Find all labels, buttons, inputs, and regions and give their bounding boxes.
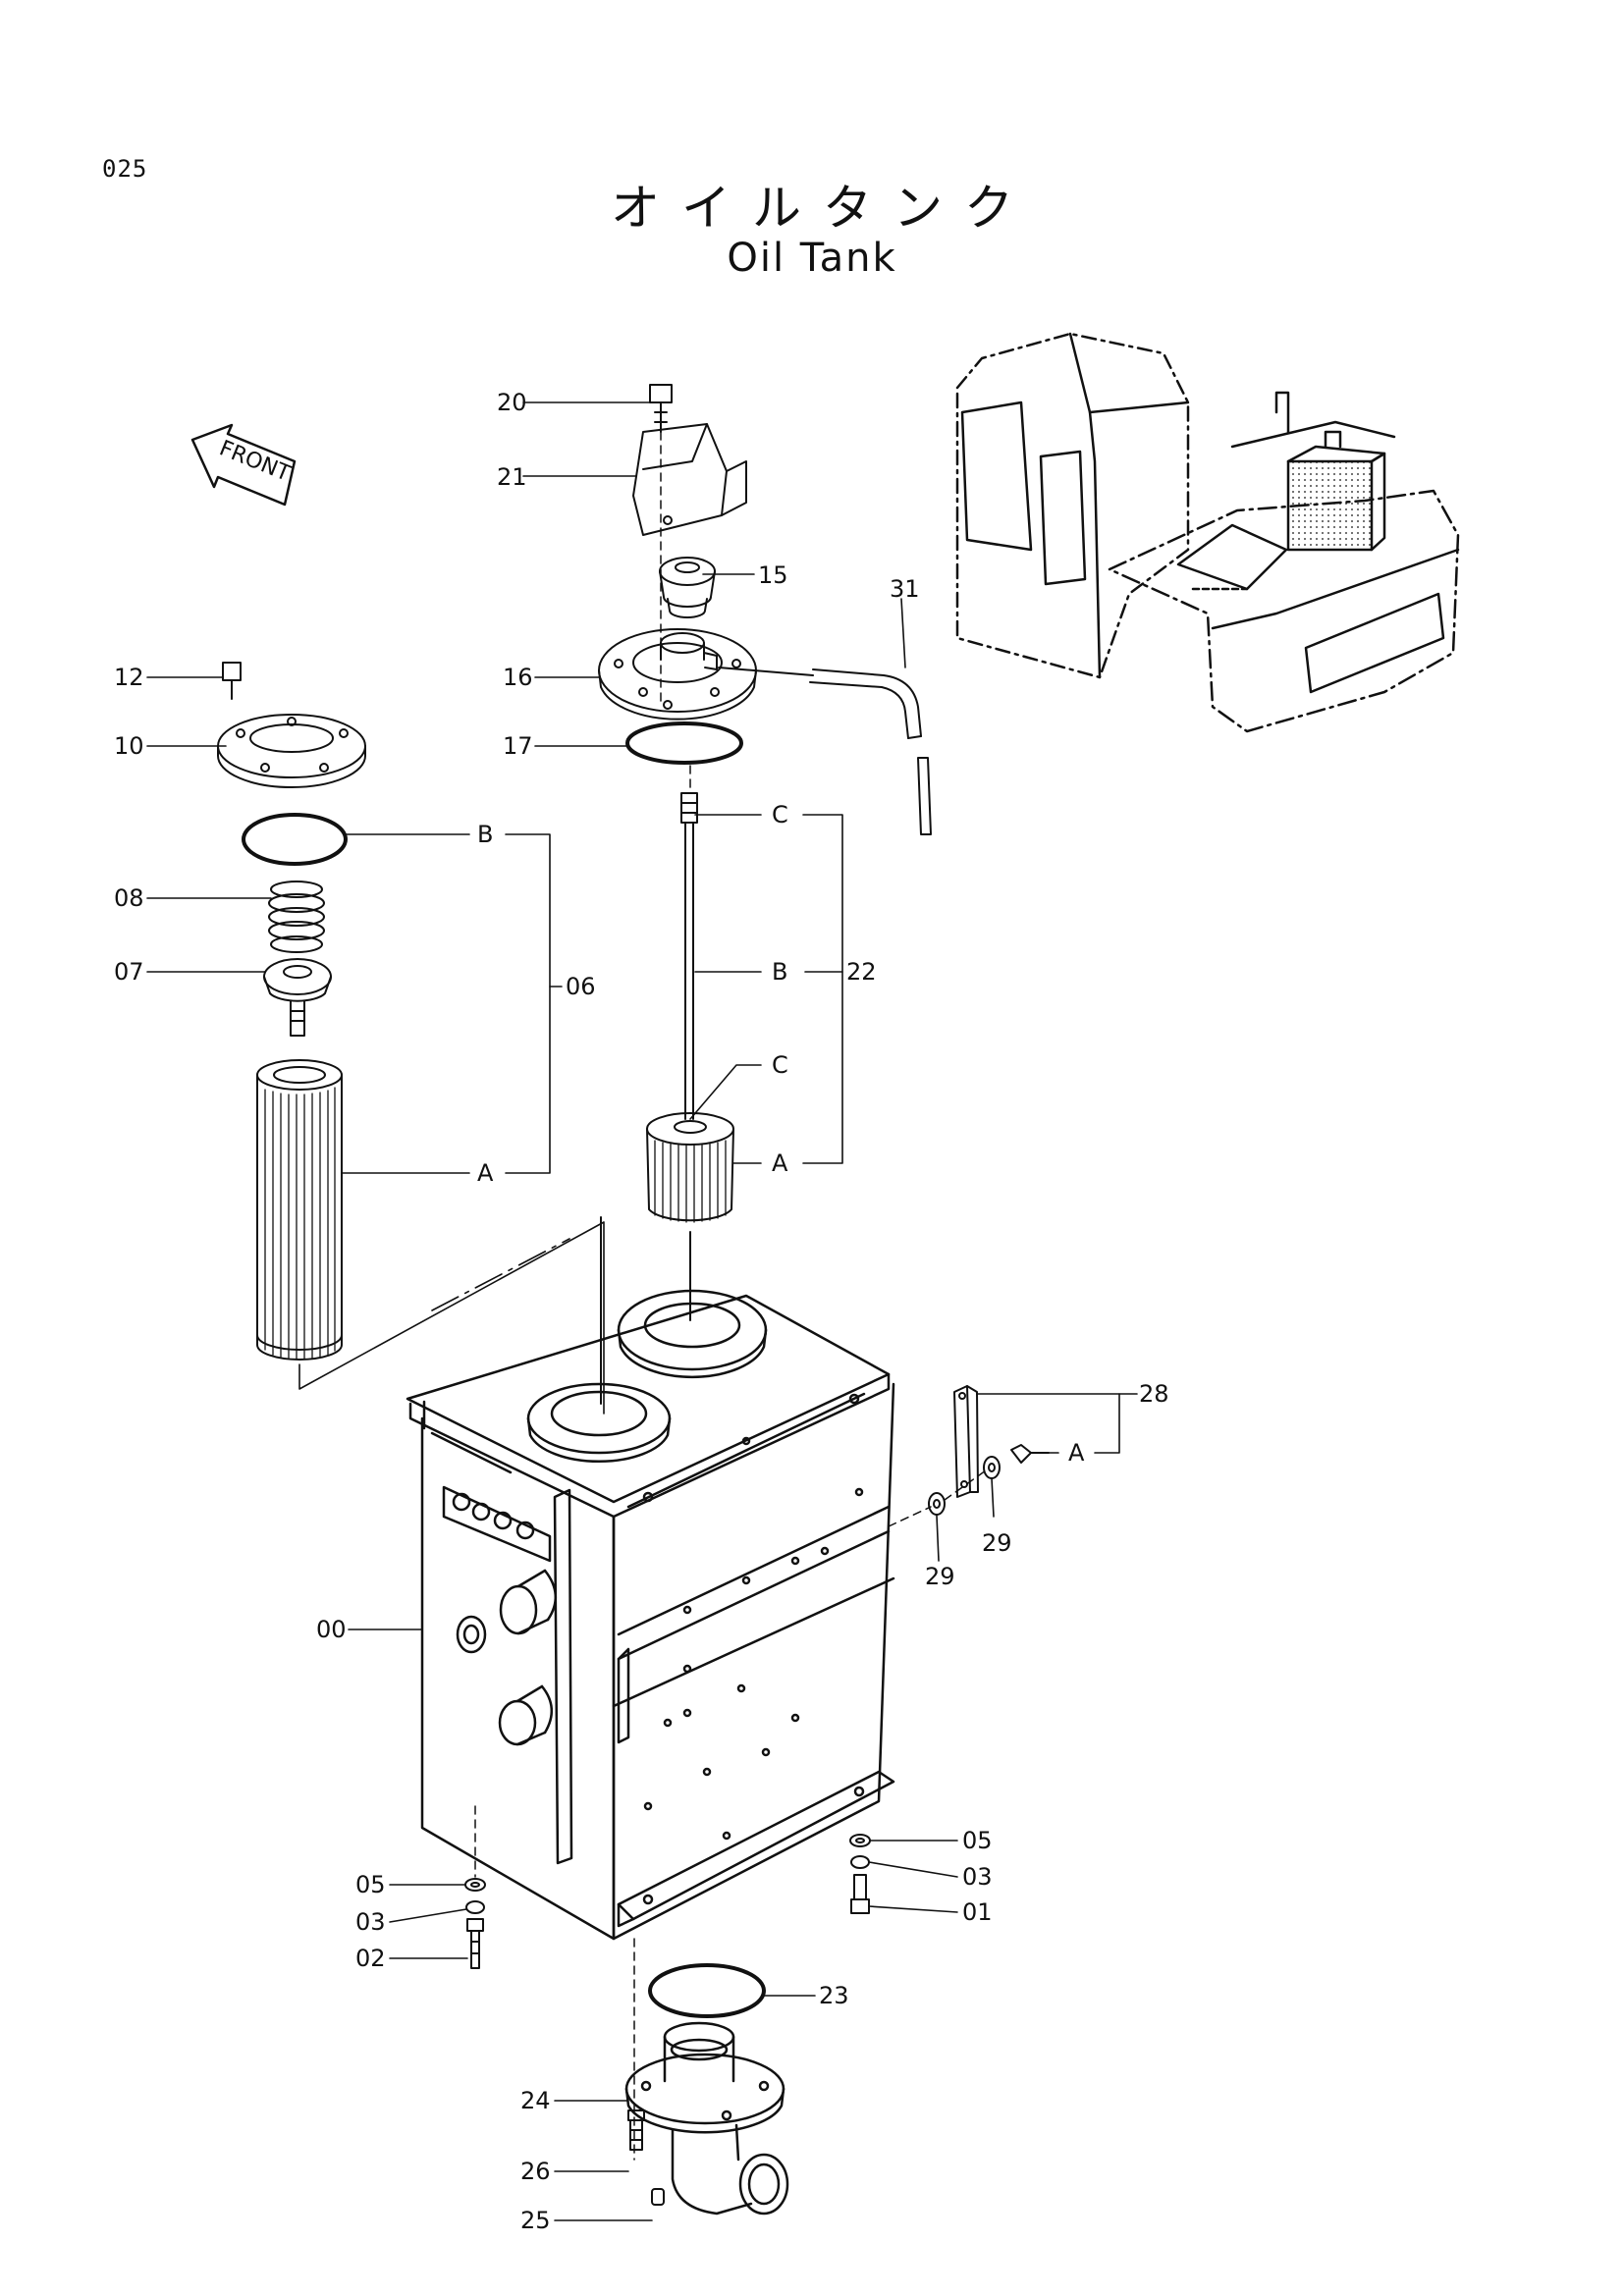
group-22-letter-c-top: C: [772, 801, 788, 828]
washer-part-05-right: [849, 1834, 871, 1847]
callout-21: 21: [497, 463, 527, 491]
page-number: 025: [102, 155, 148, 183]
callout-23: 23: [819, 1982, 849, 2009]
bolt-part-20: [649, 384, 673, 433]
callout-17: 17: [503, 732, 533, 760]
callout-00: 00: [316, 1616, 347, 1643]
gasket-part-17: [625, 721, 743, 765]
page-title-japanese: オイルタンク: [611, 180, 1035, 237]
callout-05-right: 05: [962, 1827, 993, 1854]
callout-03-left: 03: [355, 1908, 386, 1936]
washer-part-29-b: [928, 1492, 946, 1516]
callout-02: 02: [355, 1945, 386, 1972]
plug-part-25: [651, 2188, 665, 2206]
callout-08: 08: [114, 884, 144, 912]
valve-part-07: [263, 958, 332, 1037]
callout-15: 15: [758, 561, 788, 589]
bracket-part-21: [632, 423, 747, 536]
callout-03-right: 03: [962, 1863, 993, 1891]
washer-part-03-right: [850, 1855, 870, 1869]
oil-tank-body-part-00: [406, 1289, 895, 1941]
excavator-location-icon: [955, 332, 1460, 733]
callout-29-b: 29: [925, 1563, 955, 1590]
callout-31: 31: [890, 575, 920, 603]
hose-part-31: [809, 668, 932, 835]
washer-part-29-a: [983, 1456, 1001, 1479]
bolt-part-02: [466, 1918, 484, 1969]
callout-01: 01: [962, 1898, 993, 1926]
bolt-part-12: [222, 662, 242, 700]
o-ring-part-23: [648, 1963, 766, 2018]
leader-lines: [146, 401, 1138, 2221]
filter-element-part-a-left: [256, 1059, 343, 1361]
filter-element-part-a-center: [646, 1112, 734, 1223]
page-title-english: Oil Tank: [727, 236, 897, 281]
group-28-letter-a: A: [1068, 1439, 1085, 1467]
group-06-letter-b: B: [477, 821, 493, 848]
callout-26: 26: [520, 2158, 551, 2185]
group-06-letter-a: A: [477, 1159, 494, 1187]
callout-10: 10: [114, 732, 144, 760]
suction-flange-part-24: [624, 2021, 789, 2216]
callout-05-left: 05: [355, 1871, 386, 1898]
spring-part-08: [268, 881, 325, 953]
washer-part-05-left: [464, 1878, 486, 1892]
callout-20: 20: [497, 389, 527, 416]
group-22-letter-a: A: [772, 1149, 788, 1177]
callout-07: 07: [114, 958, 144, 986]
callout-28: 28: [1139, 1380, 1169, 1408]
callout-12: 12: [114, 664, 144, 691]
callout-06: 06: [566, 973, 596, 1000]
callout-16: 16: [503, 664, 533, 691]
front-arrow-icon: FRONT: [190, 423, 297, 507]
bolt-part-01: [850, 1874, 870, 1914]
o-ring-part-b-left: [242, 813, 348, 866]
rod-part-22: [680, 792, 698, 1120]
callout-22: 22: [846, 958, 877, 986]
cover-plate-part-10: [217, 714, 366, 788]
callout-24: 24: [520, 2087, 551, 2114]
group-22-letter-c-bottom: C: [772, 1051, 788, 1079]
bolt-part-28-a: [1010, 1444, 1050, 1464]
callout-29-a: 29: [982, 1529, 1012, 1557]
washer-part-03-left: [465, 1900, 485, 1914]
callout-25: 25: [520, 2207, 551, 2234]
group-22-letter-b: B: [772, 958, 787, 986]
flange-part-16: [598, 628, 757, 721]
bolt-part-26: [627, 2109, 645, 2151]
cap-part-15: [659, 557, 716, 618]
bracket-part-28: [953, 1385, 979, 1498]
